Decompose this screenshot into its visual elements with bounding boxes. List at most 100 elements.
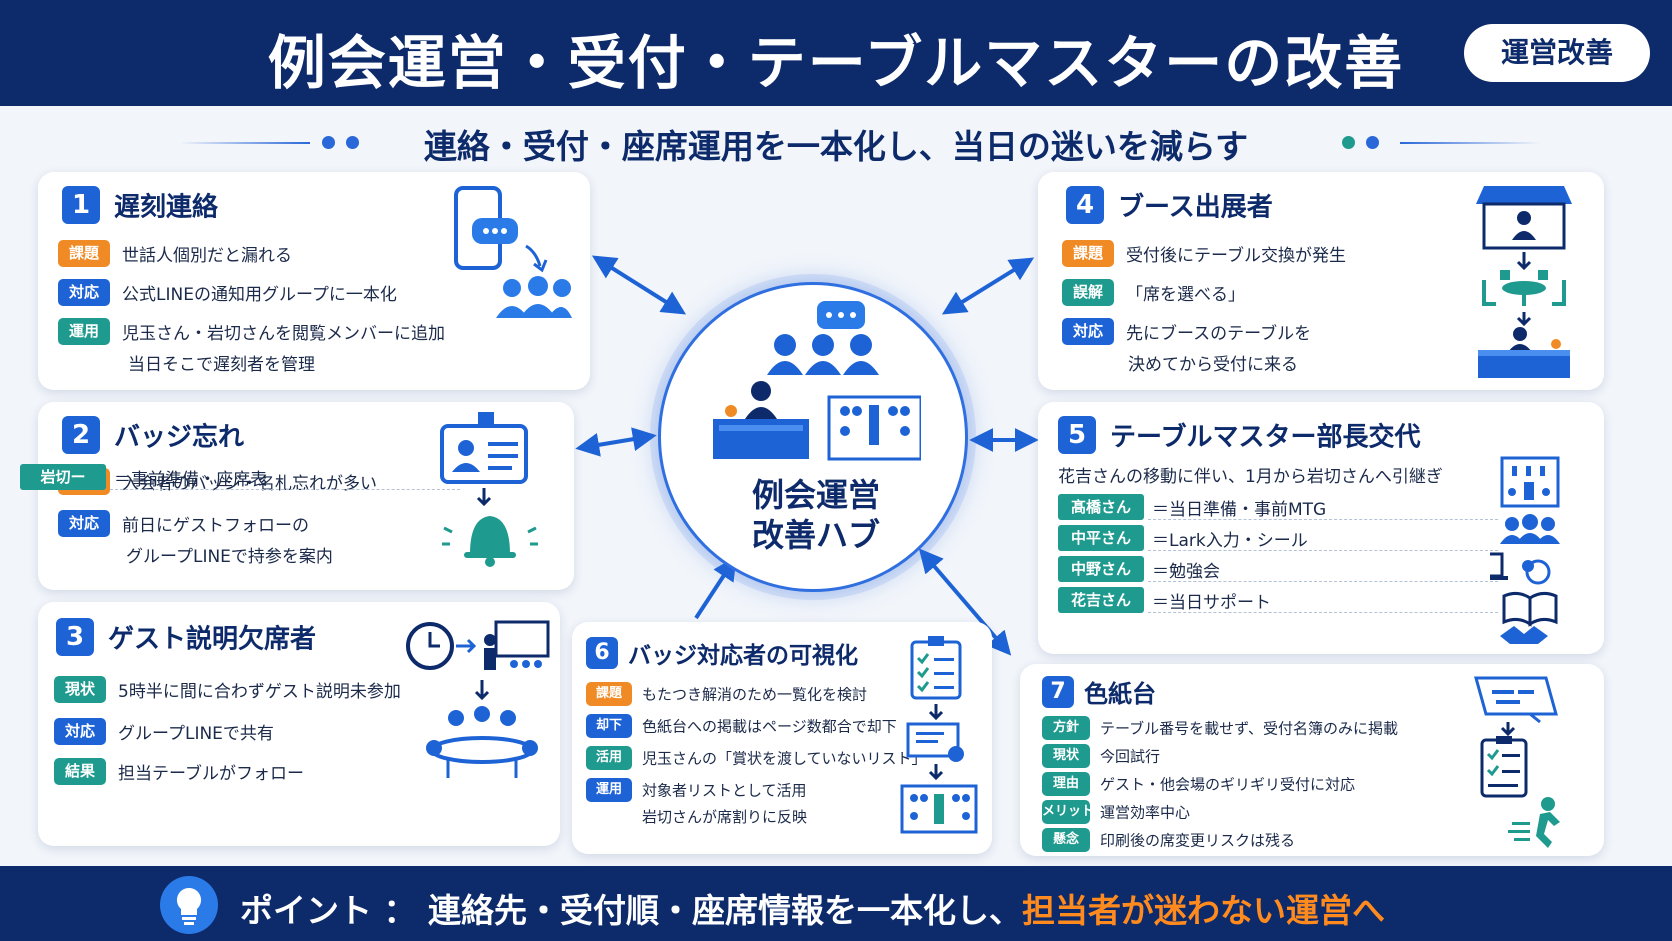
bell-icon [442, 516, 538, 567]
card-number: 7 [1042, 675, 1074, 708]
response-row: 対応先にブースのテーブルを [1062, 318, 1311, 345]
seating-chart-icon [900, 784, 978, 834]
dotted-divider [1148, 550, 1498, 551]
row-text: 受付後にテーブル交換が発生 [1126, 246, 1346, 266]
result-badge: 結果 [54, 758, 106, 785]
presentation-icon [484, 620, 550, 670]
concern-badge: 懸念 [1042, 828, 1090, 852]
id-badge-icon [440, 412, 538, 567]
member-role: ＝Lark入力・シール [1152, 531, 1308, 551]
row-text: 「席を選べる」 [1126, 285, 1245, 305]
row-text: もたつき解消のため一覧化を検討 [642, 685, 868, 704]
policy-badge: 方針 [1042, 716, 1090, 740]
reception-desk-icon [1478, 327, 1570, 378]
footer-point-text: ポイント ： 連絡先・受付順・座席情報を一本化し、 [240, 891, 1022, 930]
arrow-hub-card4 [941, 257, 1035, 315]
response-row: 対応前日にゲストフォローの [58, 510, 309, 537]
rejected-badge: 却下 [586, 714, 632, 738]
member-name-badge: 中野さん [1058, 556, 1144, 582]
issue-row: 課題もたつき解消のため一覧化を検討 [586, 682, 867, 706]
round-table-icon [426, 706, 538, 778]
issue-badge: 課題 [586, 682, 632, 706]
member-role: ＝勉強会 [1152, 562, 1220, 582]
issue-badge: 課題 [1062, 240, 1114, 267]
footer-text: ポイント ： 連絡先・受付順・座席情報を一本化し、担当者が迷わない運営へ [240, 884, 1385, 932]
misunderstanding-row: 誤解「席を選べる」 [1062, 279, 1245, 306]
row-text: テーブル番号を載せず、受付名簿のみに掲載 [1100, 719, 1399, 738]
card-title-text: 遅刻連絡 [114, 192, 219, 223]
meeting-illustration-icon [713, 301, 921, 461]
laptop-icon [1490, 552, 1551, 585]
dotted-divider [1148, 581, 1498, 582]
response-badge: 対応 [54, 718, 106, 745]
row-text: 児玉さん・岩切さんを閲覧メンバーに追加 [122, 324, 445, 344]
subtitle: 連絡・受付・座席運用を一本化し、当日の迷いを減らす [423, 127, 1249, 166]
operation-badge: 運用 [58, 318, 110, 345]
row-text: 公式LINEの通知用グループに一本化 [122, 285, 397, 305]
issue-badge: 課題 [58, 240, 110, 267]
smartphone-chat-icon [454, 186, 572, 318]
merit-badge: メリット [1042, 800, 1094, 824]
arrow-hub-card1 [591, 255, 687, 315]
row-text: 先にブースのテーブルを [1126, 324, 1312, 344]
member-role: ＝当日サポート [1152, 593, 1271, 613]
policy-row: 方針テーブル番号を載せず、受付名簿のみに掲載 [1042, 716, 1398, 740]
hub-title-line1: 例会運営 [751, 476, 880, 514]
issue-row: 課題受付後にテーブル交換が発生 [1062, 240, 1346, 267]
roster-row: 中野さん ＝勉強会 [1058, 556, 1498, 584]
status-row: 現状 5時半に間に合わずゲスト説明未参加 [54, 676, 401, 703]
response-badge: 対応 [58, 279, 110, 306]
dotted-divider [1148, 612, 1498, 613]
card-number: 1 [62, 186, 100, 224]
handshake-icon [1500, 626, 1548, 644]
subtitle-row: 連絡・受付・座席運用を一本化し、当日の迷いを減らす [0, 118, 1672, 166]
card-title: 5 テーブルマスター部長交代 [1058, 416, 1420, 454]
response-badge: 対応 [1062, 318, 1114, 345]
reason-row: 理由ゲスト・他会場のギリギリ受付に対応 [1042, 772, 1355, 796]
member-role: ＝当日準備・事前MTG [1152, 500, 1327, 520]
reception-desk-icon [713, 381, 809, 459]
row-continuation: 当日そこで遅刻者を管理 [128, 355, 315, 375]
status-row: 現状今回試行 [1042, 744, 1160, 768]
card-number: 5 [1058, 416, 1096, 454]
misunderstanding-badge: 誤解 [1062, 279, 1114, 306]
roster-row [1058, 464, 1498, 492]
response-row: 対応グループLINEで共有 [54, 718, 274, 745]
table-chairs-icon [1482, 270, 1566, 306]
dotted-divider [1148, 519, 1498, 520]
operation-badge: 運用 [586, 778, 632, 802]
people-group-icon [496, 276, 572, 318]
result-row: 結果担当テーブルがフォロー [54, 758, 304, 785]
status-badge: 現状 [54, 676, 106, 703]
rejected-row: 却下色紙台への掲載はページ数都合で却下 [586, 714, 897, 738]
row-text: 担当テーブルがフォロー [118, 764, 304, 784]
row-text: グループLINEで共有 [118, 724, 274, 744]
book-icon [1502, 591, 1558, 627]
divider-line [180, 142, 310, 144]
decor-dot [322, 136, 335, 149]
card-title-text: テーブルマスター部長交代 [1110, 422, 1421, 453]
row-continuation: グループLINEで持参を案内 [126, 547, 333, 567]
decor-dot [346, 136, 359, 149]
team-icon [1500, 514, 1560, 544]
roster-row: 中平さん ＝Lark入力・シール [1058, 525, 1498, 553]
merit-row: メリット運営効率中心 [1042, 800, 1190, 824]
booth-icon [1476, 186, 1572, 378]
central-hub: 例会運営 改善ハブ [658, 282, 968, 592]
hub-title: 例会運営 改善ハブ [661, 475, 971, 555]
operation-row: 運用児玉さん・岩切さんを閲覧メンバーに追加 [58, 318, 445, 345]
card-title: 1 遅刻連絡 [62, 186, 218, 224]
status-badge: 現状 [1042, 744, 1090, 768]
card-title-text: ブース出展者 [1118, 192, 1273, 223]
row-text: 色紙台への掲載はページ数都合で却下 [642, 717, 897, 736]
row-text: 前日にゲストフォローの [122, 516, 309, 536]
row-text: 5時半に間に合わずゲスト説明未参加 [118, 682, 401, 702]
roster-row: 岩切ー ＝事前準備・座席表 [20, 464, 460, 492]
usage-row: 活用児玉さんの「賞状を渡していないリスト」 [586, 746, 927, 770]
